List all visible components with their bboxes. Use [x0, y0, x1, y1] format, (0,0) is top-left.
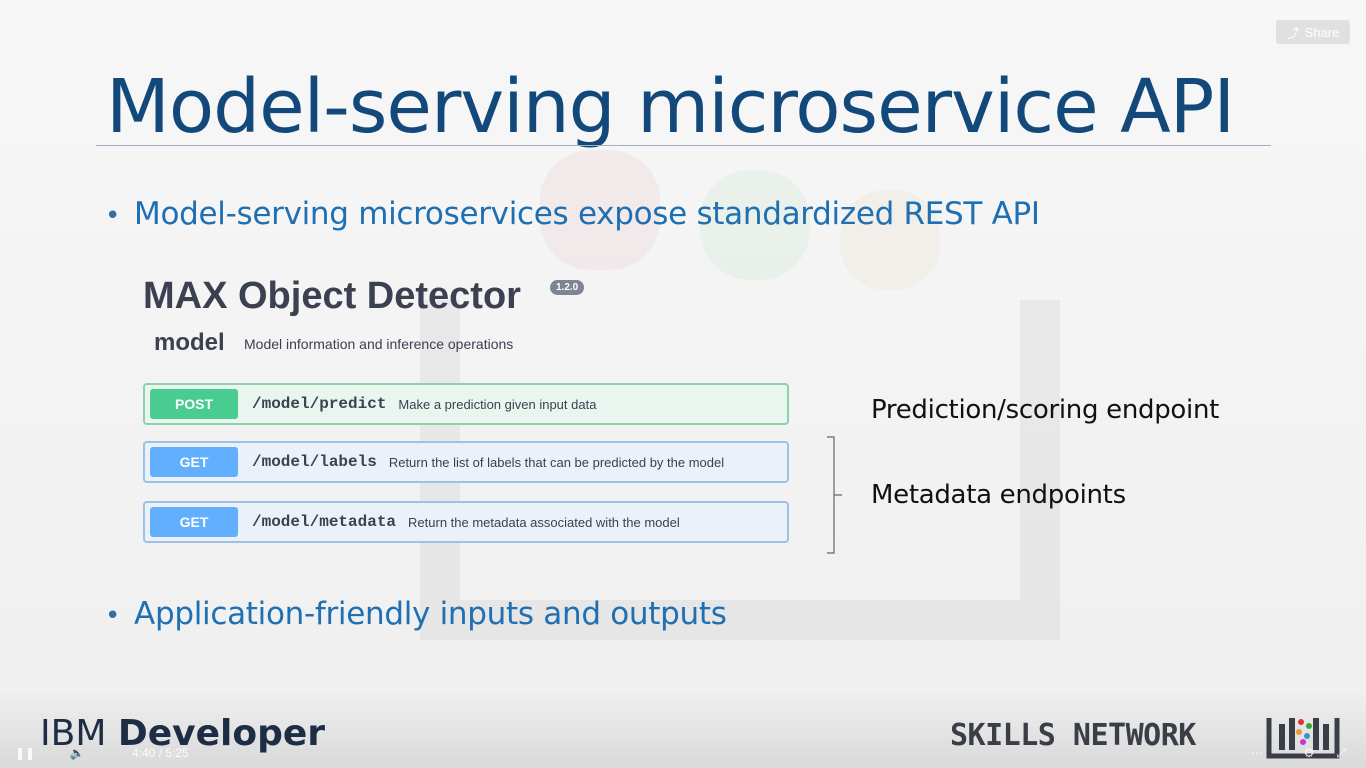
captions-icon[interactable]: ⋯ — [1251, 746, 1263, 760]
share-icon: ⤴ — [1286, 25, 1300, 41]
operation-description: Make a prediction given input data — [398, 396, 597, 412]
method-badge-get: GET — [150, 507, 238, 537]
title-divider — [96, 145, 1271, 146]
method-badge-get: GET — [150, 447, 238, 477]
api-title: MAX Object Detector — [143, 275, 521, 317]
annotation-prediction: Prediction/scoring endpoint — [871, 395, 1220, 425]
operation-metadata: GET /model/metadata Return the metadata … — [143, 501, 789, 543]
share-label: Share — [1304, 24, 1340, 40]
bullet-text: Model-serving microservices expose stand… — [134, 196, 1040, 232]
video-player-controls: ❚❚ 🔈 4:40 / 5:25 ⋯ ⚙ ⤢ — [0, 738, 1366, 768]
swagger-screenshot: MAX Object Detector 1.2.0 model Model in… — [140, 265, 800, 575]
method-badge-post: POST — [150, 389, 238, 419]
operation-description: Return the list of labels that can be pr… — [388, 454, 725, 470]
settings-icon[interactable]: ⚙ — [1303, 746, 1315, 760]
volume-icon[interactable]: 🔈 — [69, 746, 85, 760]
bracket-icon — [827, 436, 842, 554]
bullet-rest-api: • Model-serving microservices expose stan… — [105, 196, 1040, 232]
operation-path: /model/labels — [252, 453, 377, 471]
operation-labels: GET /model/labels Return the list of lab… — [143, 441, 789, 483]
tag-name: model — [154, 329, 225, 356]
bullet-dot-icon: • — [105, 201, 121, 231]
operation-path: /model/metadata — [252, 513, 397, 531]
slide-title: Model-serving microservice API — [106, 64, 1235, 150]
annotation-metadata: Metadata endpoints — [871, 480, 1126, 510]
bullet-dot-icon: • — [105, 601, 121, 631]
skills-network-logo-text: SKILLS NETWORK — [950, 718, 1196, 753]
footer-band — [0, 690, 1366, 768]
pause-icon[interactable]: ❚❚ — [14, 746, 36, 760]
ibm-developer-logo: IBM Developer — [40, 713, 325, 754]
bullet-app-friendly: • Application-friendly inputs and outputs — [105, 596, 727, 632]
version-badge: 1.2.0 — [550, 280, 585, 295]
time-readout: 4:40 / 5:25 — [132, 746, 189, 760]
operation-path: /model/predict — [252, 395, 387, 413]
ibm-logo-text: IBM — [40, 713, 118, 754]
tag-description: Model information and inference operatio… — [244, 336, 514, 352]
share-button[interactable]: ⤴ Share — [1276, 20, 1350, 44]
skills-network-logo-icon — [1266, 718, 1340, 759]
operation-predict: POST /model/predict Make a prediction gi… — [143, 383, 789, 425]
bullet-text: Application-friendly inputs and outputs — [134, 596, 727, 632]
fullscreen-icon[interactable]: ⤢ — [1336, 745, 1346, 760]
operation-description: Return the metadata associated with the … — [408, 514, 680, 530]
developer-logo-text: Developer — [117, 713, 326, 754]
